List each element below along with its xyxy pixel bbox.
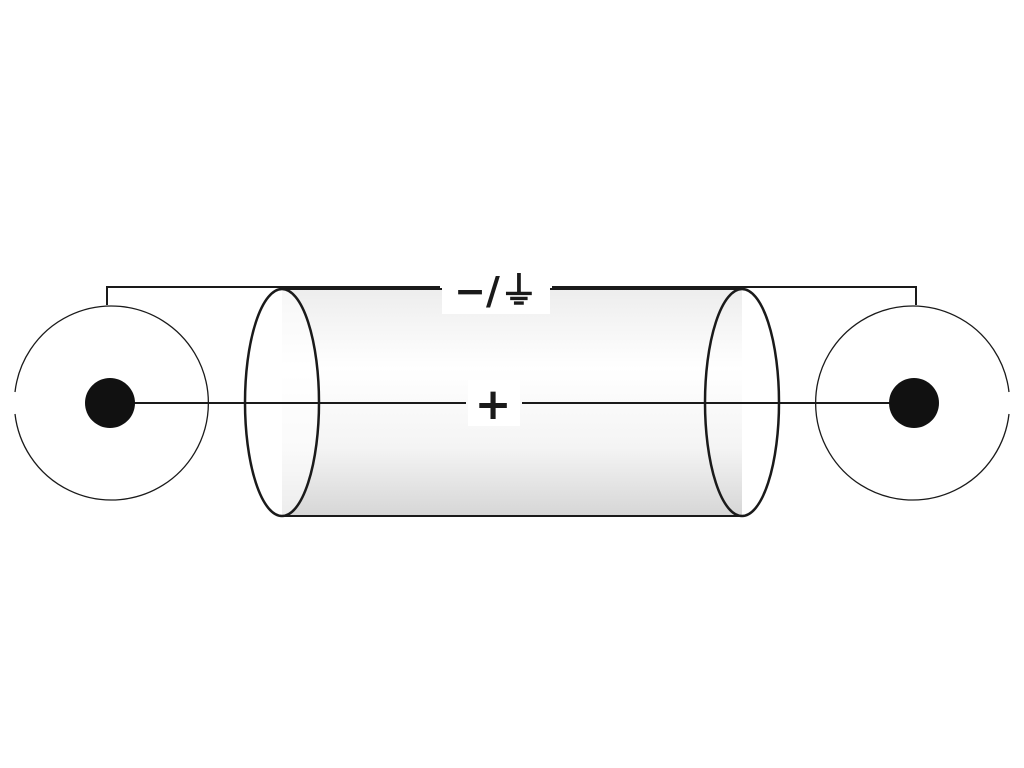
right-connector-ring [814, 305, 1010, 501]
negative-ground-label: −/⏚ [442, 268, 550, 314]
negative-ground-text: −/⏚ [454, 269, 538, 313]
ground-wire-right [552, 286, 917, 305]
ground-wire [106, 286, 917, 305]
left-connector-ring [14, 305, 210, 501]
left-connector-pin [85, 378, 135, 428]
ground-wire-left [106, 286, 440, 305]
positive-label: + [468, 379, 520, 430]
rca-connector-icon [14, 305, 210, 501]
rca-connector-icon [814, 305, 1010, 501]
right-connector-pin [889, 378, 939, 428]
positive-text: + [475, 379, 512, 430]
